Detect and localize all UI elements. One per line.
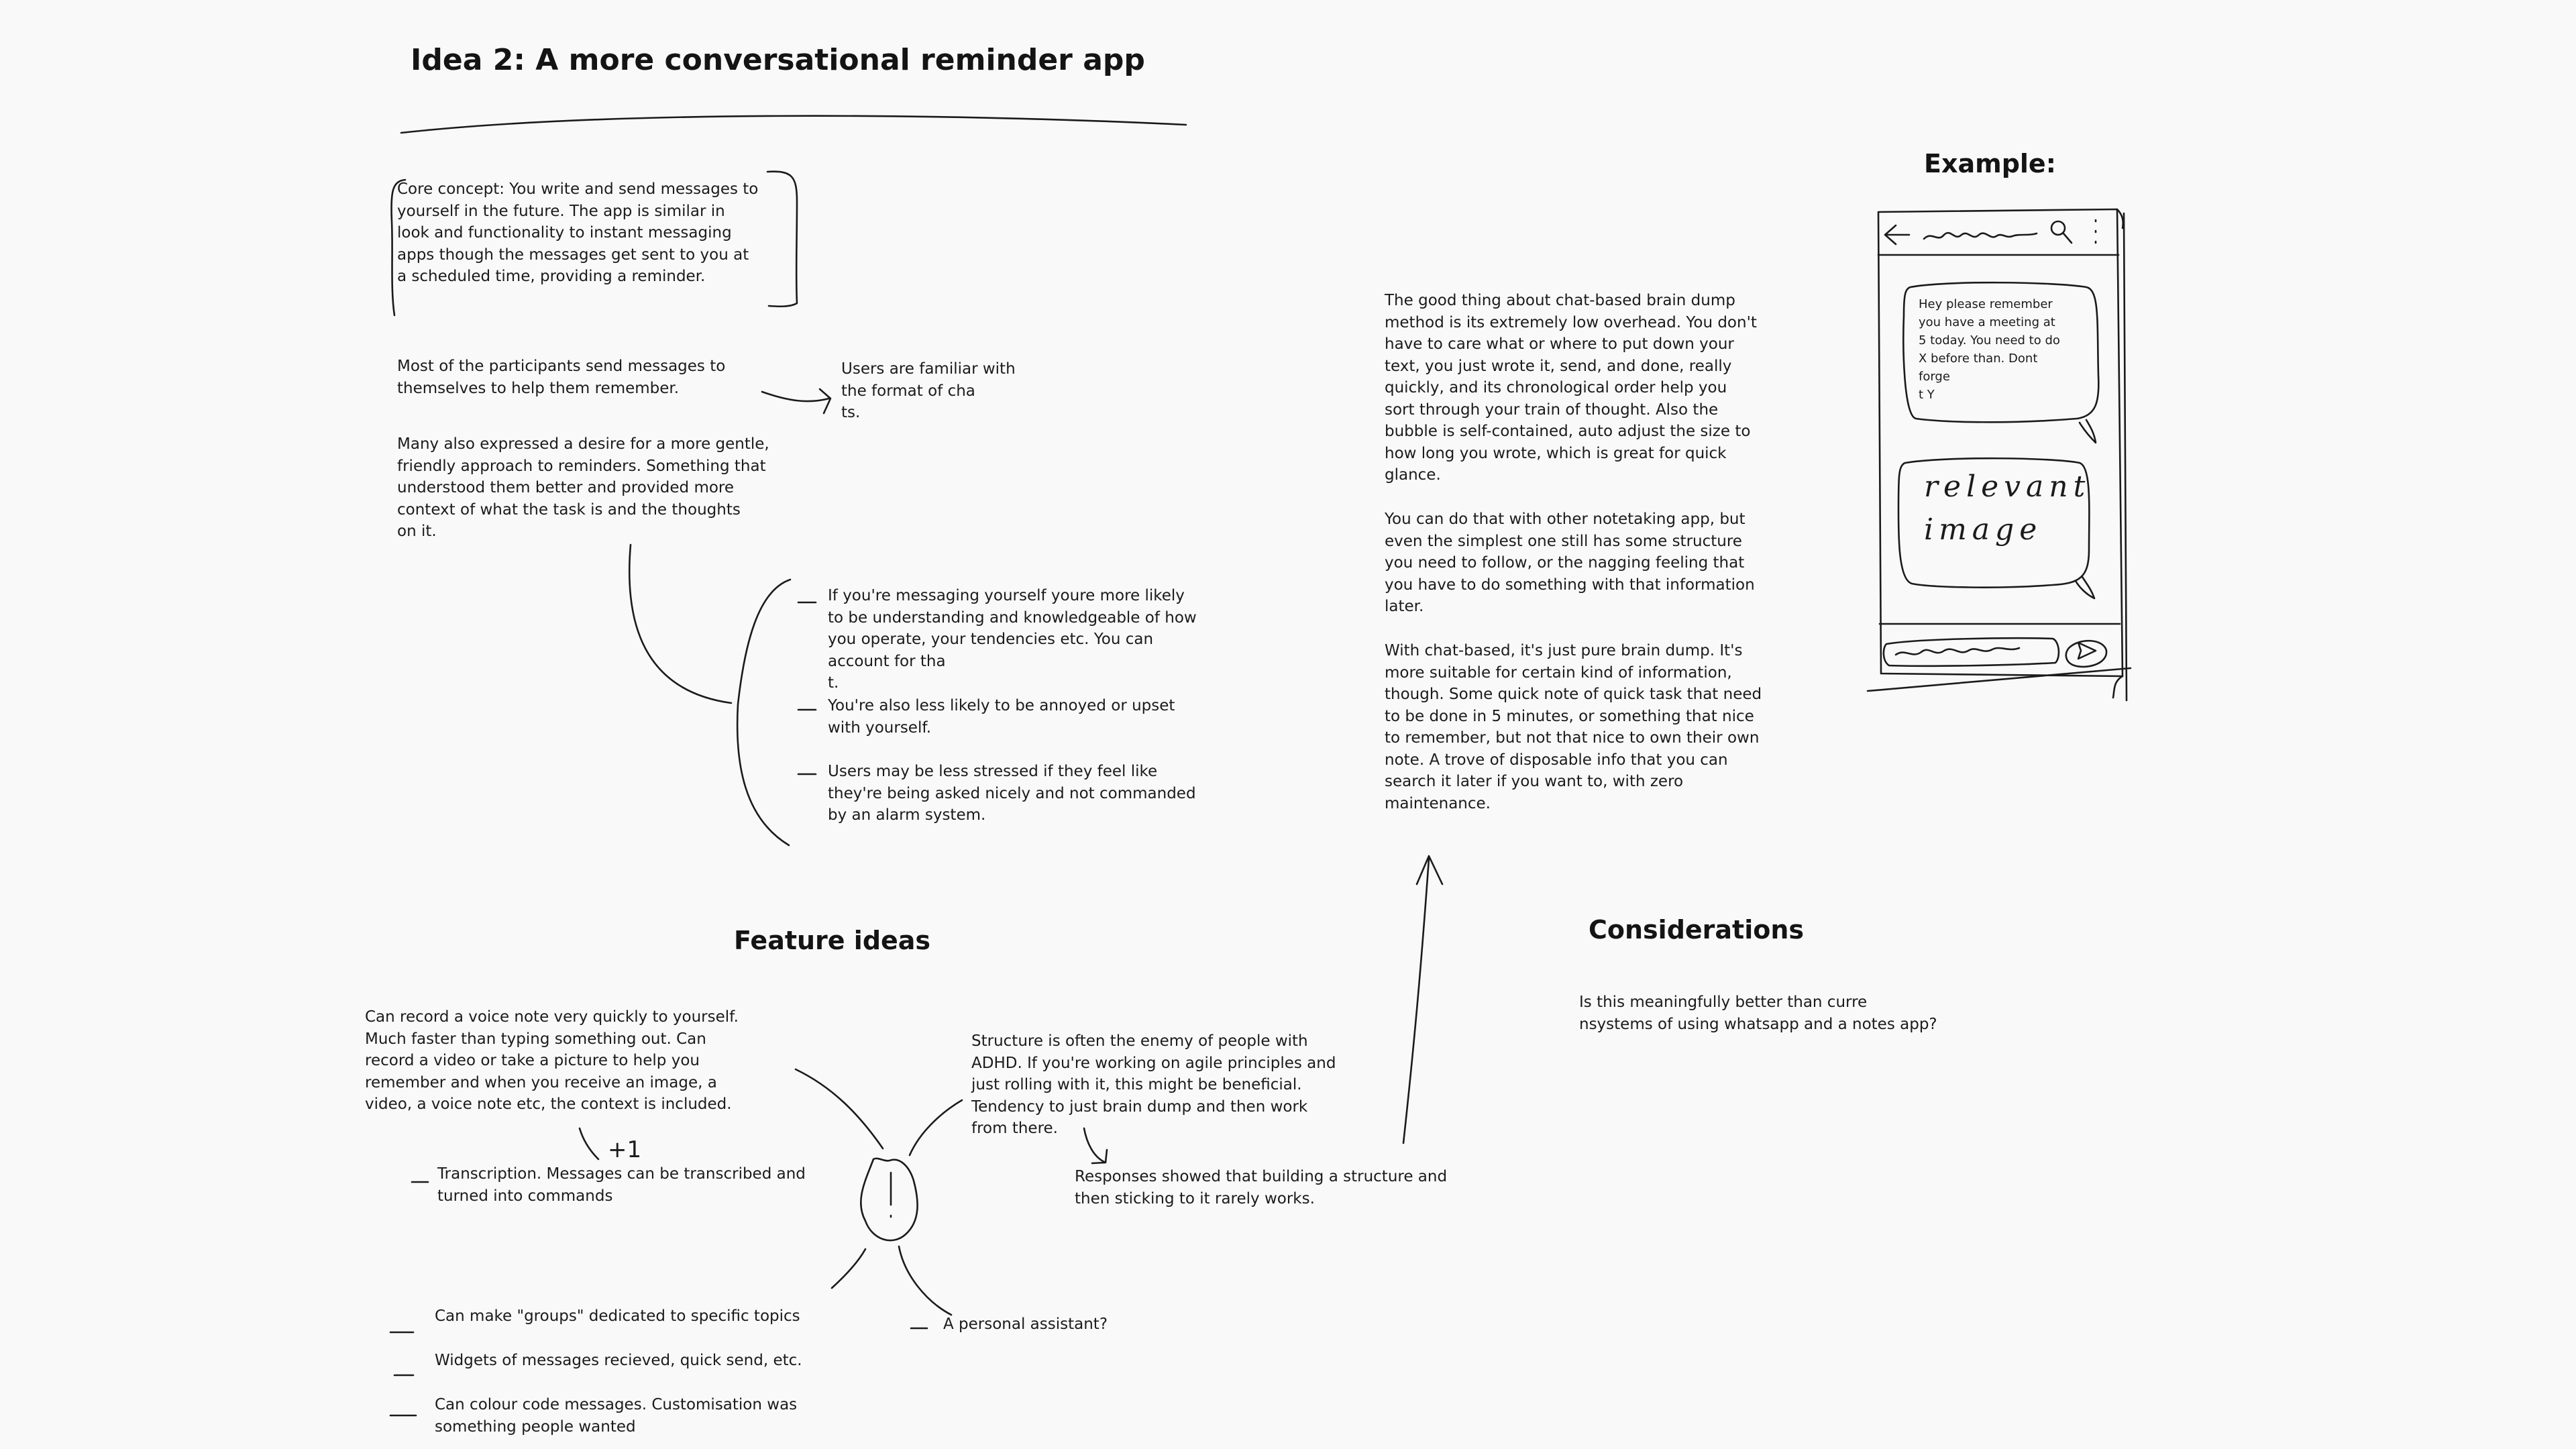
feature-assistant: A personal assistant?: [943, 1316, 1108, 1333]
feature-transcription: Transcription. Messages can be transcrib…: [437, 1165, 806, 1205]
research-familiar: Users are familiar with the format of ch…: [841, 360, 1016, 421]
branch-assistant: [898, 1245, 953, 1316]
upward-arrow: [1402, 855, 1444, 1144]
message-bubble: [1902, 281, 2100, 423]
example-heading: Example:: [1924, 149, 2056, 178]
feature-widgets: Widgets of messages recieved, quick send…: [435, 1352, 802, 1369]
phone-frame: [1877, 208, 2124, 678]
idea-blob-icon: [860, 1157, 918, 1242]
send-icon: [2077, 641, 2097, 660]
research-point-3: Users may be less stressed if they feel …: [828, 763, 1196, 824]
feature-voice-note: Can record a voice note very quickly to …: [365, 1008, 739, 1113]
search-icon: [2050, 220, 2073, 244]
curly-connector: [628, 543, 733, 704]
feature-colour: Can colour code messages. Customisation …: [435, 1396, 798, 1436]
relevant-image-label-2: image: [1924, 513, 2043, 547]
plus-one-arrow: [578, 1127, 600, 1161]
title-underline: [400, 115, 1187, 134]
plus-one-mark: +1: [608, 1136, 642, 1163]
phone-right-edge: [2123, 212, 2128, 702]
feature-groups: Can make "groups" dedicated to specific …: [435, 1307, 800, 1325]
brain-dump-para-1: The good thing about chat-based brain du…: [1385, 292, 1757, 484]
input-field: [1882, 637, 2060, 667]
reminder-message-text: Hey please remember you have a meeting a…: [1919, 297, 2060, 402]
input-squiggle: [1894, 647, 2021, 656]
familiar-arrow: [761, 388, 832, 415]
feature-structure: Structure is often the enemy of people w…: [971, 1032, 1336, 1137]
research-send-to-self: Most of the participants send messages t…: [397, 358, 726, 397]
research-point-1: If you're messaging yourself youre more …: [828, 587, 1197, 692]
responses-arrow: [1083, 1127, 1108, 1165]
brain-dump-para-2: You can do that with other notetaking ap…: [1385, 511, 1755, 615]
research-gentle: Many also expressed a desire for a more …: [397, 435, 769, 540]
relevant-image-label-1: relevant: [1924, 470, 2091, 504]
feature-ideas-heading: Feature ideas: [734, 926, 931, 955]
page-title: Idea 2: A more conversational reminder a…: [411, 43, 1145, 77]
phone-footer-extend: [1866, 667, 2132, 692]
branch-structure: [908, 1099, 963, 1157]
phone-frame-shadow: [2112, 208, 2125, 699]
back-arrow-icon: [1884, 224, 1911, 246]
branch-voice: [794, 1068, 884, 1150]
considerations-question: Is this meaningfully better than curre n…: [1579, 994, 1937, 1033]
image-bubble-tail: [2074, 576, 2096, 600]
image-bubble: [1897, 457, 2090, 588]
chat-title-squiggle: [1923, 231, 2038, 240]
feature-responses: Responses showed that building a structu…: [1075, 1168, 1448, 1208]
research-point-2: You're also less likely to be annoyed or…: [828, 697, 1175, 737]
message-bubble-tail: [2078, 419, 2097, 444]
core-concept-bracket-left: [390, 178, 407, 317]
considerations-heading: Considerations: [1589, 915, 1805, 945]
brain-dump-para-3: With chat-based, it's just pure brain du…: [1385, 642, 1762, 812]
core-concept-text: Core concept: You write and send message…: [397, 180, 759, 285]
branch-groups: [830, 1248, 867, 1289]
curly-brace: [736, 578, 792, 847]
send-button-circle: [2065, 639, 2108, 668]
core-concept-bracket-right: [766, 170, 798, 308]
